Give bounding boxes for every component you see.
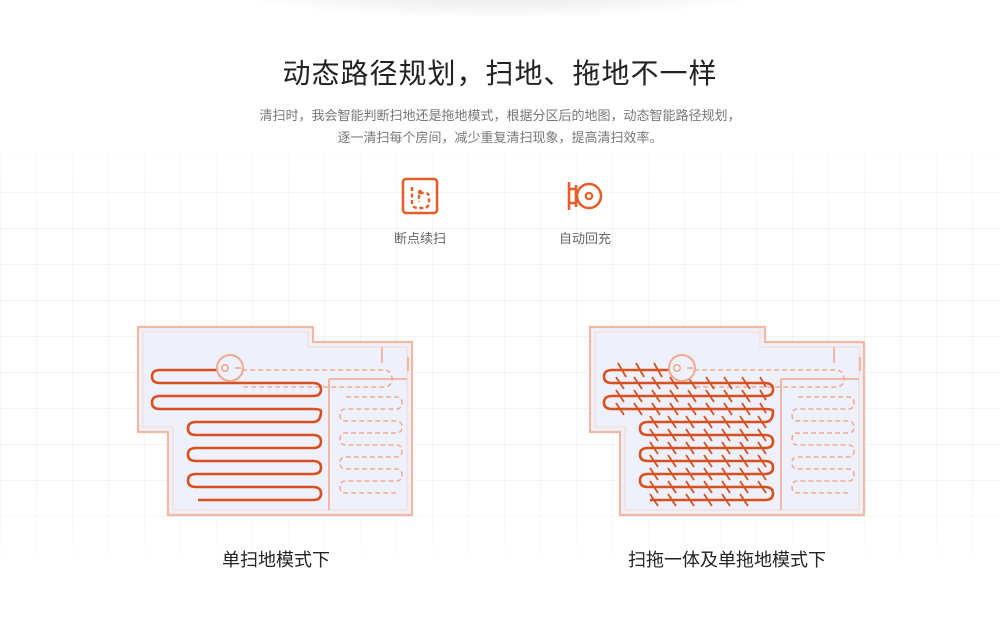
description: 清扫时，我会智能判断扫地还是拖地模式，根据分区后的地图，动态智能路径规划， 逐一… bbox=[0, 106, 1000, 150]
resume-cleaning-icon bbox=[401, 177, 439, 215]
auto-recharge-icon bbox=[567, 182, 603, 210]
description-line-2: 逐一清扫每个房间，减少重复清扫现象，提高清扫效率。 bbox=[337, 131, 663, 146]
feature-label: 断点续扫 bbox=[393, 232, 446, 247]
mop-stroke-marks bbox=[615, 362, 767, 507]
feature-auto-recharge: 自动回充 bbox=[525, 176, 645, 247]
feature-label: 自动回充 bbox=[558, 232, 611, 247]
top-shadow bbox=[230, 0, 770, 18]
description-line-1: 清扫时，我会智能判断扫地还是拖地模式，根据分区后的地图，动态智能路径规划， bbox=[259, 109, 741, 124]
page-title: 动态路径规划，扫地、拖地不一样 bbox=[282, 57, 718, 90]
diagram-caption: 单扫地模式下 bbox=[222, 550, 330, 571]
diagram-caption: 扫拖一体及单拖地模式下 bbox=[628, 550, 826, 571]
sweep-only-route-map bbox=[136, 325, 414, 517]
feature-resume-cleaning: 断点续扫 bbox=[360, 176, 480, 247]
sweep-mop-route-map bbox=[588, 325, 866, 517]
